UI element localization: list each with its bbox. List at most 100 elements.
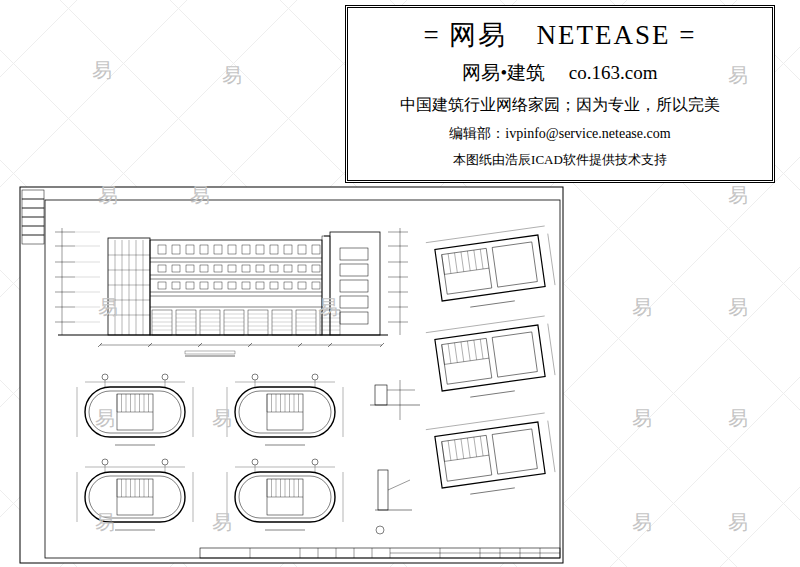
room — [492, 332, 537, 377]
axis-bubble — [252, 459, 258, 465]
drawing-line — [548, 421, 555, 472]
shopfront — [248, 310, 268, 335]
drawing-line — [150, 296, 322, 297]
drawing-line — [108, 285, 150, 286]
drawing-line — [105, 465, 106, 472]
plan-outline — [435, 325, 545, 391]
room — [492, 429, 537, 474]
drawing-line — [130, 394, 131, 412]
window — [270, 265, 278, 272]
drawing-line — [461, 342, 464, 362]
drawing-line — [296, 326, 316, 327]
window — [214, 245, 222, 254]
drawing-line — [267, 394, 268, 412]
plan-outline — [435, 422, 545, 488]
window — [186, 282, 194, 289]
window — [214, 282, 222, 289]
drawing-line — [75, 277, 100, 278]
drawing-line — [248, 330, 268, 331]
drawing-line — [280, 479, 281, 497]
drawing-line — [390, 553, 560, 554]
window — [172, 282, 180, 289]
drawing-line — [455, 253, 458, 273]
drawing-line — [126, 394, 127, 412]
drawing-line — [77, 472, 78, 522]
drawing-line — [294, 479, 295, 497]
drawing-line — [296, 330, 316, 331]
drawing-line — [272, 326, 292, 327]
drawing-line — [144, 479, 145, 497]
drawing-line — [165, 380, 166, 387]
tower-edge — [322, 236, 330, 335]
drawing-line — [444, 455, 489, 461]
shopfront — [200, 310, 220, 335]
drawing-line — [448, 344, 451, 364]
plan-inner — [89, 391, 181, 433]
drawing-line — [135, 394, 136, 412]
drawing-line — [267, 479, 268, 497]
drawing-line — [426, 226, 545, 243]
watermark: 易 — [222, 65, 242, 85]
strip-cell — [22, 199, 44, 208]
drawing-line — [336, 548, 337, 558]
drawing-line — [272, 330, 292, 331]
watermark: 易 — [728, 185, 748, 205]
plan-inner — [239, 391, 331, 433]
drawing-line — [193, 472, 194, 522]
elevation — [55, 228, 408, 356]
drawing-line — [255, 380, 256, 387]
window — [284, 265, 292, 272]
drawing-line — [480, 249, 483, 269]
drawing-line — [126, 479, 127, 497]
detail-section — [375, 385, 387, 405]
drawing-line — [148, 394, 149, 412]
drawing-line — [144, 394, 145, 412]
watermark: 易 — [212, 408, 232, 428]
drawing-line — [117, 497, 153, 498]
plan-outline — [235, 387, 335, 437]
info-line: 编辑部：ivpinfo@service.netease.com — [449, 126, 670, 142]
drawing-line — [198, 343, 202, 347]
drawing-line — [200, 314, 220, 315]
window — [186, 245, 194, 254]
drawing-line — [318, 548, 319, 558]
drawing-line — [300, 548, 301, 558]
window — [284, 282, 292, 289]
drawing-line — [75, 292, 100, 293]
plan-inner — [239, 476, 331, 518]
brand-title: = 网易 NETEASE = — [424, 20, 697, 51]
drawing-line — [55, 292, 75, 293]
drawing-line — [375, 510, 412, 511]
drawing-line — [315, 380, 316, 387]
drawing-line — [388, 480, 410, 490]
drawing-line — [474, 340, 477, 360]
drawing-line — [354, 548, 355, 558]
drawing-line — [343, 472, 344, 522]
strip-cell — [22, 208, 44, 217]
stair-box — [117, 394, 153, 430]
drawing-line — [276, 394, 277, 412]
drawing-line — [289, 479, 290, 497]
drawing-line — [248, 343, 252, 347]
drawing-line — [148, 479, 149, 497]
drawing-line — [77, 387, 78, 437]
stair-box — [117, 479, 153, 515]
drawing-line — [426, 316, 545, 333]
stair-box — [267, 479, 303, 515]
drawing-line — [296, 314, 316, 315]
drawing-line — [400, 228, 401, 335]
main-building — [150, 240, 322, 335]
watermark: 易 — [95, 512, 115, 532]
drawing-line — [272, 322, 292, 323]
drawing-line — [267, 412, 303, 413]
window — [200, 282, 208, 289]
window — [312, 265, 320, 272]
tower-window — [340, 312, 368, 324]
drawing-line — [272, 314, 292, 315]
drawing-line — [100, 345, 382, 346]
drawing-line — [136, 240, 137, 335]
drawing-line — [200, 330, 220, 331]
stair-plan — [77, 374, 193, 445]
stair-plan — [227, 459, 343, 530]
drawing-line — [248, 322, 268, 323]
